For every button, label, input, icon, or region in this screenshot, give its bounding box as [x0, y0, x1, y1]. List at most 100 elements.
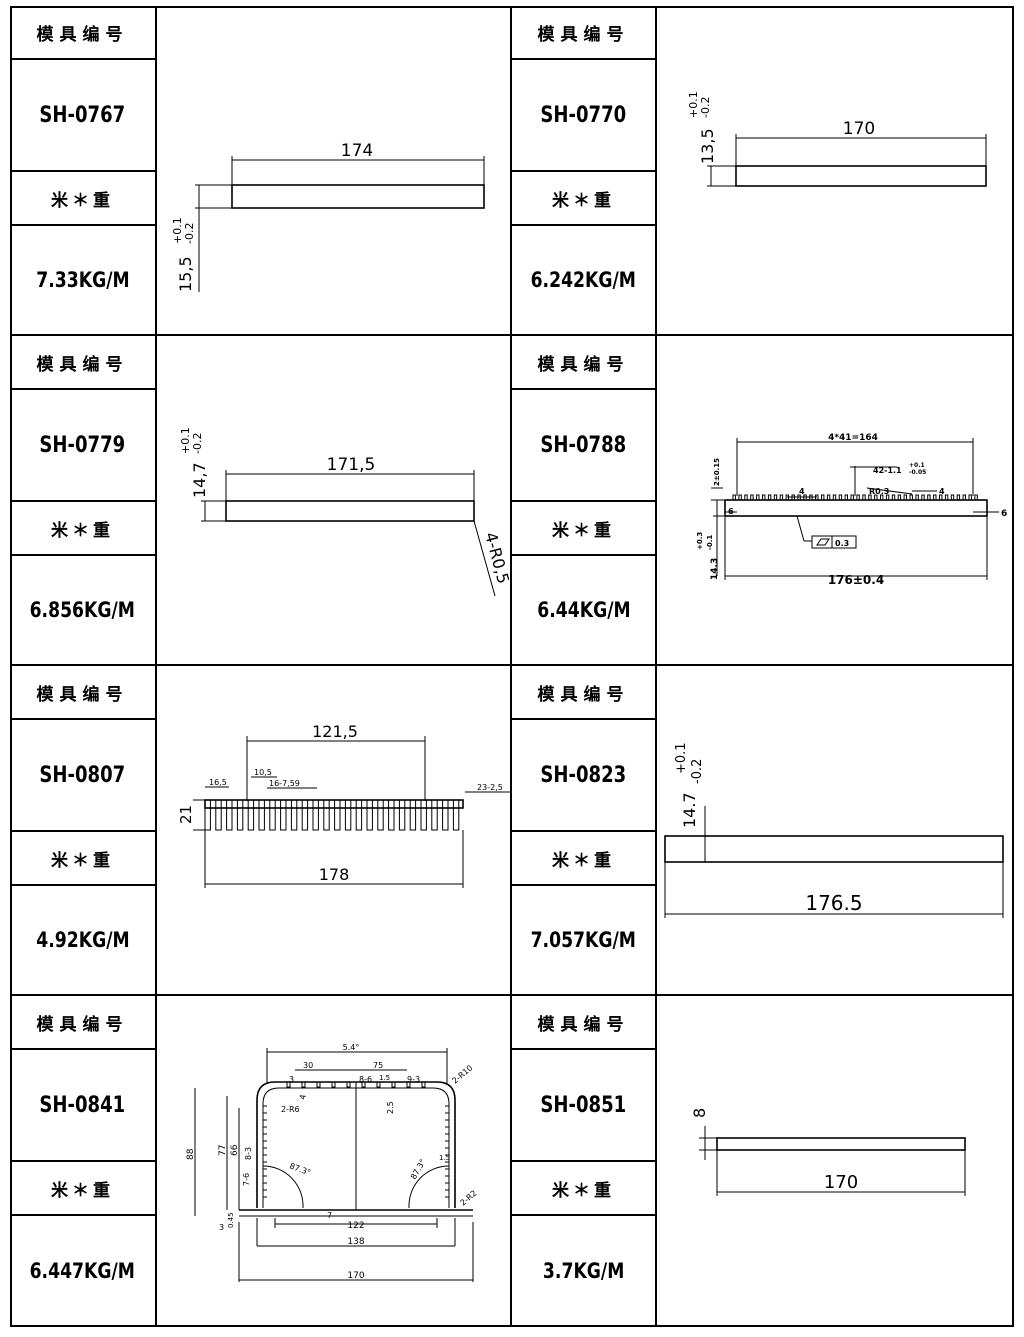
comb-fin — [398, 799, 406, 831]
dim-width: 176.5 — [805, 891, 862, 915]
code-cell: SH-0767 — [10, 60, 157, 172]
dim-tol-plus: +0.3 — [696, 532, 704, 550]
comb-fin — [388, 799, 395, 831]
weight-cell: 6.856KG/M — [10, 556, 157, 666]
dim-thickness: 14.7 — [680, 792, 699, 828]
dim-7-6: 7-6 — [242, 1173, 251, 1186]
dim-170: 170 — [347, 1271, 364, 1281]
comb-fin — [431, 799, 438, 831]
dim-c: 16-7,59 — [269, 779, 300, 788]
dim-tol-plus: +0.1 — [179, 427, 192, 454]
comb-fin — [377, 799, 384, 831]
fin — [874, 494, 878, 501]
top-slot — [331, 1081, 336, 1088]
comb-fin — [258, 799, 265, 831]
fin — [885, 494, 890, 501]
fin-row — [732, 494, 978, 501]
mold-code: SH-0779 — [39, 432, 126, 458]
weight-label-cell: 米＊重 — [10, 502, 157, 556]
fin — [962, 494, 967, 501]
dim-a: 16,5 — [209, 778, 227, 787]
weight-label-cell: 米＊重 — [10, 832, 157, 886]
meter-weight-label: 米＊重 — [552, 1180, 615, 1201]
fin — [773, 494, 778, 501]
dim-8-3: 8-3 — [244, 1147, 253, 1160]
fin — [767, 494, 772, 501]
header-cell: 模具编号 — [512, 6, 657, 60]
dim-width: 176±0.4 — [828, 573, 884, 587]
top-slot — [406, 1081, 411, 1088]
comb-fin — [215, 799, 222, 831]
profile-drawing-sh-0770: 170 13,5 +0.1 -0.2 — [687, 91, 987, 187]
comb-fin — [236, 799, 244, 831]
dim-3b: 3 — [219, 1223, 224, 1232]
dim-fin-tol-plus: +0.1 — [909, 462, 925, 469]
dim-122: 122 — [347, 1221, 364, 1231]
fin — [832, 494, 837, 501]
meter-weight-label: 米＊重 — [51, 1180, 114, 1201]
fin-comb — [204, 799, 464, 831]
fin — [826, 494, 831, 501]
header-cell: 模具编号 — [10, 6, 157, 60]
mold-code: SH-0851 — [540, 1092, 627, 1118]
fin — [968, 494, 972, 501]
top-slot — [421, 1081, 426, 1088]
mold-code: SH-0841 — [39, 1092, 126, 1118]
top-slot — [376, 1081, 381, 1088]
dim-1-5b: 1.5 — [439, 1154, 450, 1162]
drawing-cell: 8 170 — [657, 996, 1014, 1327]
fin — [891, 494, 896, 501]
meter-weight-label: 米＊重 — [51, 850, 114, 871]
weight-label-cell: 米＊重 — [512, 1162, 657, 1216]
dim-height: 21 — [177, 805, 195, 824]
dim-width: 170 — [824, 1172, 858, 1193]
drawing-cell: 174 15,5 +0.1 -0.2 — [157, 6, 512, 336]
mold-code: SH-0807 — [39, 762, 126, 788]
dim-tol-minus: -0.2 — [191, 433, 204, 454]
fin — [791, 494, 795, 501]
code-cell: SH-0851 — [512, 1050, 657, 1162]
top-slot — [316, 1081, 321, 1088]
weight-label-cell: 米＊重 — [512, 502, 657, 556]
profile-drawing-sh-0841: 87.3° 87.3° 5.4° 30 75 3 4 8-6 1.5 9-3 2… — [186, 1043, 479, 1282]
fin — [921, 494, 925, 501]
comb-fin — [420, 799, 427, 831]
drawing-cell: 87.3° 87.3° 5.4° 30 75 3 4 8-6 1.5 9-3 2… — [157, 996, 512, 1327]
dim-8-6: 8-6 — [359, 1075, 372, 1084]
weight-value: 6.44KG/M — [536, 598, 631, 622]
dim-side-left: 6 — [728, 507, 734, 516]
comb-fin — [442, 799, 449, 831]
dim-angle-top: 5.4° — [343, 1043, 360, 1052]
top-slot — [391, 1081, 396, 1088]
weight-cell: 4.92KG/M — [10, 886, 157, 996]
dim-width: 171,5 — [327, 455, 376, 475]
fin — [756, 494, 760, 501]
fin — [927, 494, 931, 501]
weight-cell: 3.7KG/M — [512, 1216, 657, 1327]
dim-small-4: 4 — [939, 487, 945, 496]
code-cell: SH-0807 — [10, 720, 157, 832]
dim-angle-right: 87.3° — [409, 1158, 428, 1181]
dim-tol-plus: +0.1 — [171, 217, 184, 244]
dim-138: 138 — [347, 1237, 364, 1247]
catalog-sheet: 模具编号 SH-0767 米＊重 7.33KG/M 174 15,5 +0.1 … — [10, 6, 1014, 1327]
mold-number-label: 模具编号 — [537, 684, 630, 705]
fin — [956, 494, 961, 501]
mold-number-label: 模具编号 — [537, 24, 630, 45]
dim-tol-minus: -0.2 — [690, 759, 705, 784]
top-slot — [286, 1081, 291, 1088]
weight-cell: 6.447KG/M — [10, 1216, 157, 1327]
fin — [933, 494, 937, 501]
drawing-cell: 4*41=164 42-1.1 +0.1 -0.05 4 R0.3 4 6 6 — [657, 336, 1014, 666]
fin — [897, 494, 902, 501]
code-cell: SH-0788 — [512, 390, 657, 502]
comb-fin — [323, 799, 330, 831]
top-slot — [301, 1081, 306, 1088]
mold-number-label: 模具编号 — [36, 354, 129, 375]
weight-cell: 7.33KG/M — [10, 226, 157, 336]
fin — [785, 494, 790, 501]
fin — [862, 494, 866, 501]
comb-fin — [452, 799, 460, 831]
code-cell: SH-0770 — [512, 60, 657, 172]
fin — [856, 494, 860, 501]
